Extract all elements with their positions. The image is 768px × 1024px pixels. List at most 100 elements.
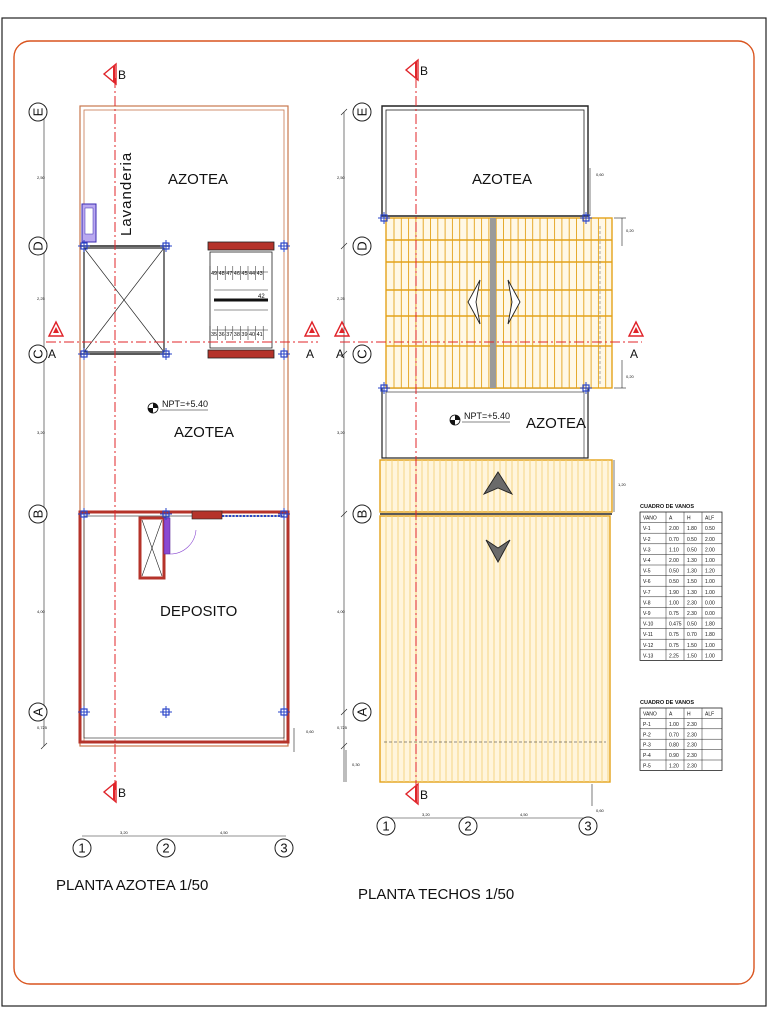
- svg-text:B: B: [31, 510, 46, 519]
- table-header-cell: H: [687, 516, 691, 522]
- table-header-cell: VANO: [643, 711, 657, 717]
- svg-text:0,20: 0,20: [626, 374, 635, 379]
- level-symbol: [147, 402, 208, 414]
- table-cell: 0.50: [669, 579, 679, 585]
- svg-text:0,20: 0,20: [626, 228, 635, 233]
- column-marker: [378, 212, 390, 224]
- grid-bubble: 1: [72, 838, 92, 858]
- table-cell: 0.50: [687, 537, 697, 543]
- svg-text:0,60: 0,60: [596, 172, 605, 177]
- grid-bubble: 3: [578, 816, 598, 836]
- vertical-dimensions-right: 2,502,253,204,000,725: [337, 108, 348, 750]
- table-cell: 1.80: [705, 632, 715, 638]
- npt-label-right: NPT=+5.40: [464, 411, 510, 421]
- table-header-cell: A: [669, 516, 673, 522]
- table-cell: 0.70: [669, 732, 679, 738]
- grid-bubble: C: [352, 344, 372, 364]
- table-cell: 2.30: [687, 611, 697, 617]
- svg-text:E: E: [355, 107, 370, 116]
- table-cell: V-13: [643, 653, 654, 659]
- ducto-box: [83, 247, 165, 353]
- svg-text:D: D: [31, 241, 46, 250]
- svg-text:A: A: [355, 707, 370, 716]
- table-cell: 1.20: [669, 763, 679, 769]
- dimension-label: 3,20: [37, 430, 46, 435]
- table-cell: 1.30: [687, 590, 697, 596]
- svg-text:2: 2: [464, 819, 471, 834]
- slope-arrow-down: [485, 539, 511, 563]
- dimension-label: 0,725: [37, 725, 48, 730]
- table-cell: V-8: [643, 600, 651, 606]
- table-cell: V-7: [643, 590, 651, 596]
- level-symbol-right: [449, 414, 510, 426]
- table-cell: 2.30: [687, 763, 697, 769]
- table-cell: 2.00: [669, 558, 679, 564]
- dimension-label: 3,20: [337, 430, 346, 435]
- column-marker: [378, 382, 390, 394]
- column-marker: [160, 240, 172, 252]
- table-cell: P-1: [643, 722, 651, 728]
- vertical-dimensions: 2,502,253,204,000,725: [37, 108, 48, 750]
- column-marker: [78, 240, 90, 252]
- svg-text:A: A: [48, 347, 56, 361]
- small-dims-right: 0,60 0,20 0,20 1,20 0,30 0,60: [345, 168, 635, 813]
- table-header-cell: VANO: [643, 516, 657, 522]
- table-cell: 0.00: [705, 611, 715, 617]
- svg-text:1: 1: [382, 819, 389, 834]
- table-cell: 1.20: [705, 569, 715, 575]
- table-cell: P-3: [643, 743, 651, 749]
- table-cell: V-12: [643, 643, 654, 649]
- table-cell: 0.70: [669, 537, 679, 543]
- table-cell: 1.80: [705, 622, 715, 628]
- section-marker-a: A: [627, 320, 645, 361]
- room-label-lavanderia: Lavanderia: [118, 152, 135, 236]
- grid-bubble: 3: [274, 838, 294, 858]
- table-cell: 0.75: [669, 611, 679, 617]
- dimension-label: 2,25: [37, 296, 46, 301]
- npt-label-left: NPT=+5.40: [162, 399, 208, 409]
- grid-bubble: E: [352, 102, 372, 122]
- room-label-azotea-top: AZOTEA: [168, 171, 228, 188]
- table-cell: P-5: [643, 763, 651, 769]
- grid-bubble: B: [28, 504, 48, 524]
- column-marker: [580, 212, 592, 224]
- column-marker: [160, 706, 172, 718]
- table-cell: V-3: [643, 547, 651, 553]
- table-cell: 1.00: [669, 600, 679, 606]
- column-marker: [160, 348, 172, 360]
- section-marker-b: B: [102, 780, 126, 804]
- column-marker: [78, 348, 90, 360]
- table-cell: V-10: [643, 622, 654, 628]
- stair-step-number: 36: [219, 332, 225, 338]
- column-marker: [278, 706, 290, 718]
- section-marker-a: A: [333, 320, 351, 361]
- plan-azotea-outline: [79, 105, 289, 747]
- stair-number-mid: 42: [258, 294, 265, 300]
- table-cell: 0.75: [669, 632, 679, 638]
- grid-bubble: 2: [458, 816, 478, 836]
- svg-text:B: B: [118, 786, 126, 800]
- room-label-azotea-top-right: AZOTEA: [472, 171, 532, 188]
- table-cell: 2.30: [687, 753, 697, 759]
- section-marker-a: A: [47, 320, 65, 361]
- stair-step-number: 37: [226, 332, 232, 338]
- grid-bubble: E: [28, 102, 48, 122]
- room-label-azotea-mid-right: AZOTEA: [526, 415, 586, 432]
- room-label-deposito: DEPOSITO: [160, 603, 237, 620]
- svg-text:0,60: 0,60: [596, 808, 605, 813]
- stair-step-number: 44: [249, 271, 255, 277]
- dim-h-right-2: 4,50: [520, 812, 529, 817]
- svg-text:D: D: [355, 241, 370, 250]
- table-cell: V-2: [643, 537, 651, 543]
- grid-bubble: A: [352, 702, 372, 722]
- grid-bubble: D: [28, 236, 48, 256]
- dimension-label: 4,00: [37, 609, 46, 614]
- column-marker: [278, 240, 290, 252]
- table-cell: 2.25: [669, 653, 679, 659]
- table-cell: V-9: [643, 611, 651, 617]
- table-cell: 1.00: [705, 558, 715, 564]
- sheet-outer-border: [1, 17, 767, 1007]
